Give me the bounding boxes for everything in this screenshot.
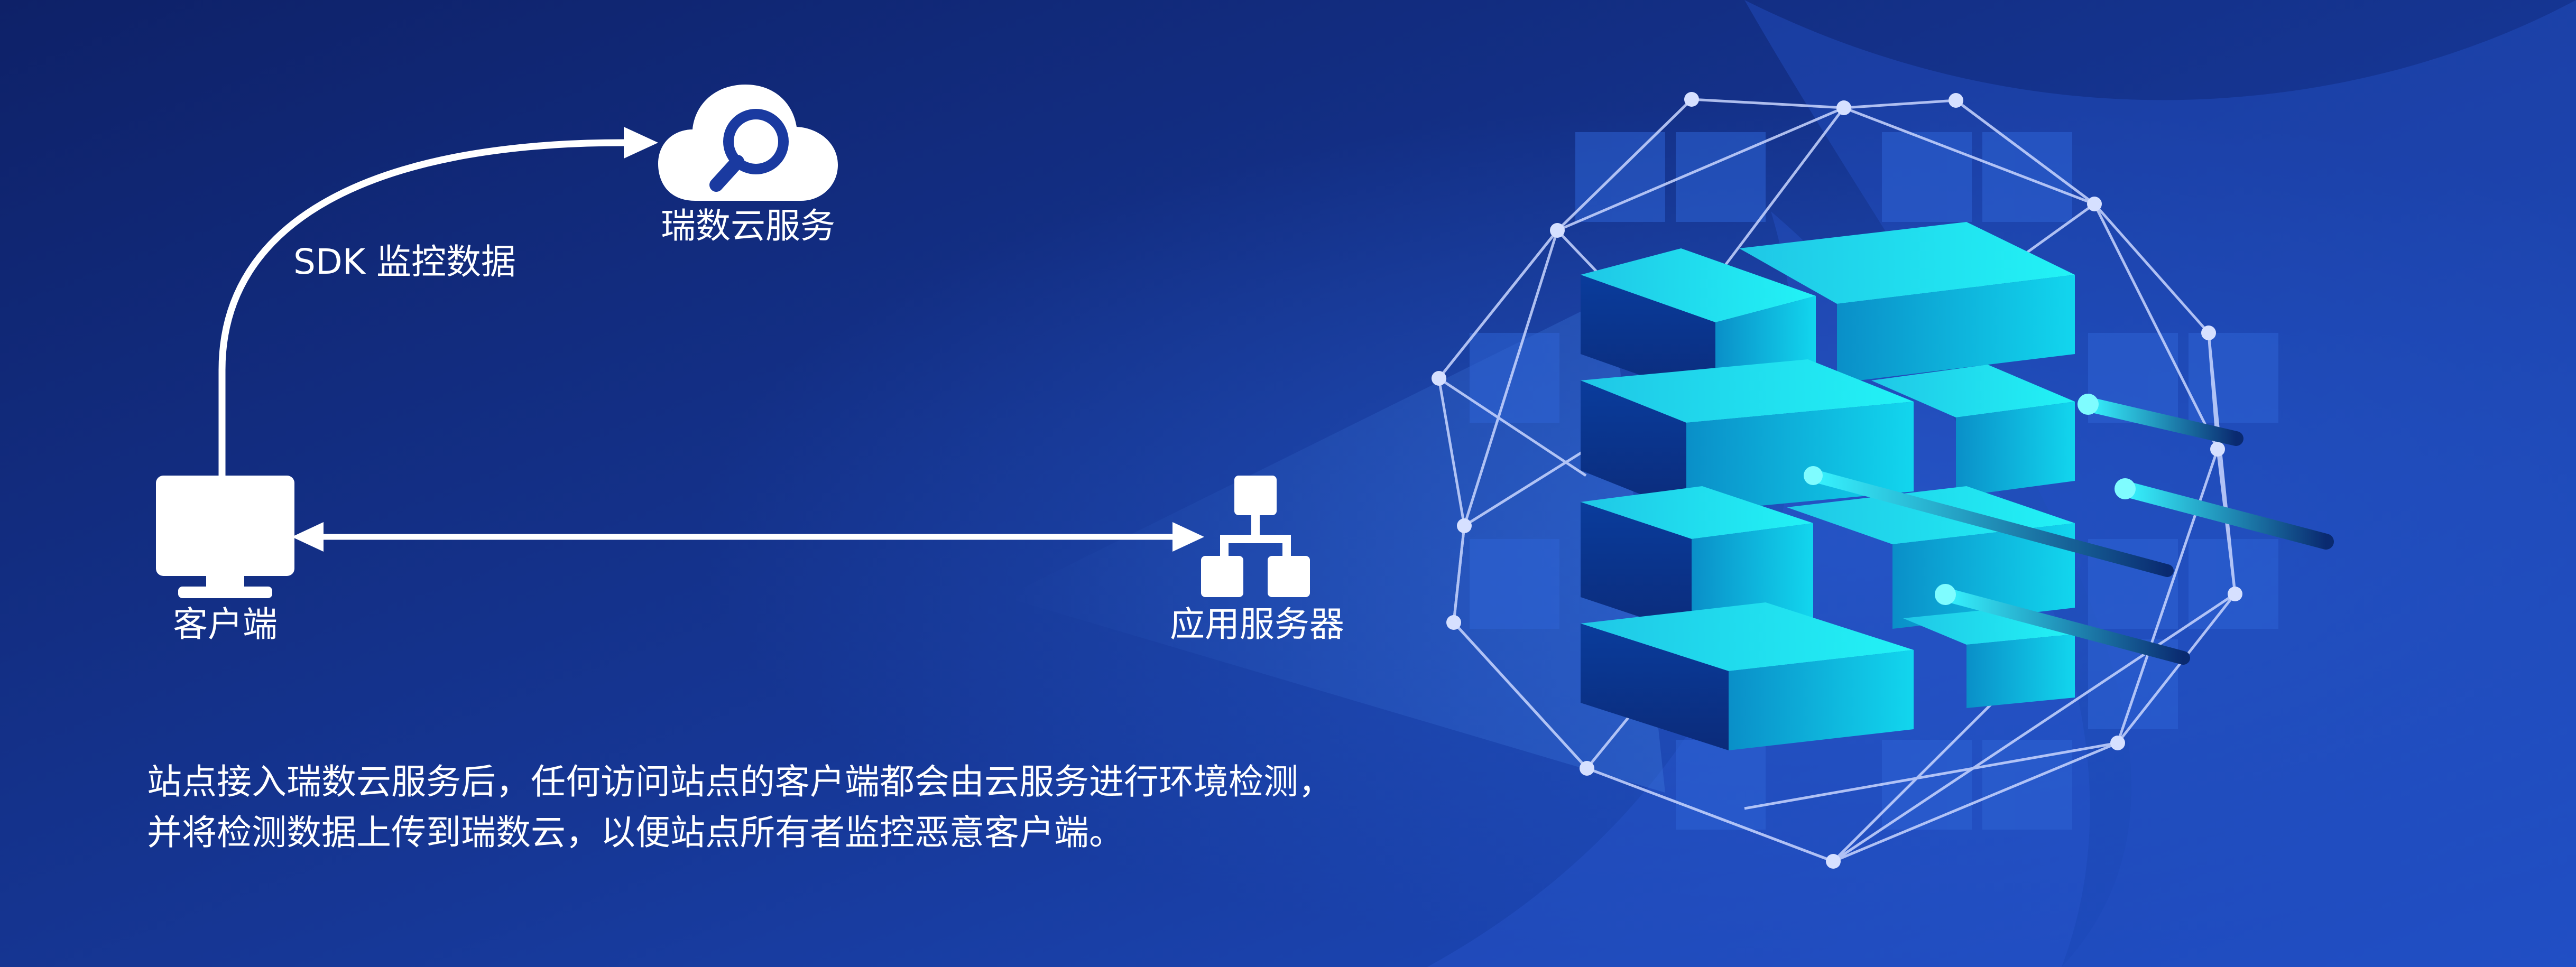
network-hierarchy-icon (1201, 476, 1310, 597)
edge-client-to-server (292, 522, 1204, 552)
monitor-icon (156, 476, 294, 598)
description-text: 站点接入瑞数云服务后，任何访问站点的客户端都会由云服务进行环境检测，并将检测数据… (147, 761, 1333, 853)
cloud-service-label: 瑞数云服务 (661, 206, 835, 246)
light-streaks (1807, 397, 2334, 665)
app-server-label: 应用服务器 (1170, 604, 1344, 645)
edge-client-to-cloud (218, 127, 658, 478)
edge-label-sdk-data: SDK 监控数据 (293, 241, 516, 282)
client-label: 客户端 (173, 604, 278, 645)
wireframe-vertices (1432, 92, 2242, 869)
cloud-search-icon (658, 85, 838, 201)
